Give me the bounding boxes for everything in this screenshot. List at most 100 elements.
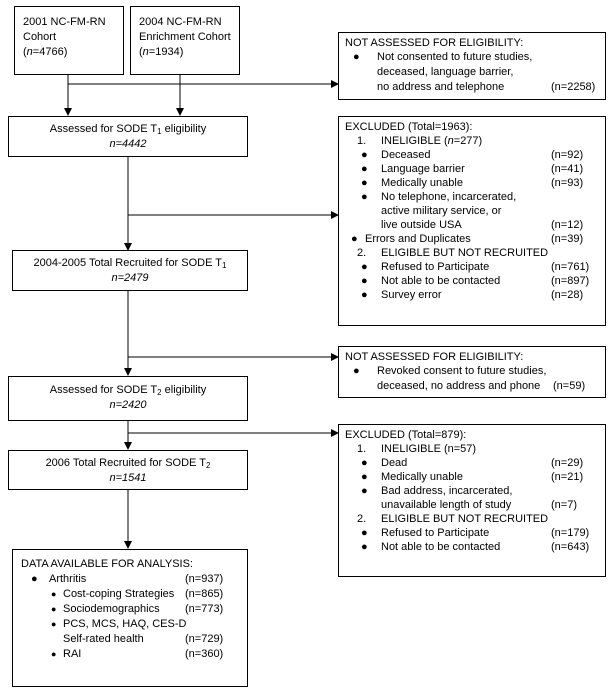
excluded-1-item-count: (n=12) bbox=[551, 219, 584, 231]
excluded-1-box: EXCLUDED (Total=1963): 1. INELIGIBLE (n=… bbox=[338, 116, 606, 326]
assessed-t2-n: n=2420 bbox=[109, 399, 147, 411]
not-assessed-2-box: NOT ASSESSED FOR ELIGIBILITY: ● Revoked … bbox=[338, 346, 606, 398]
excluded-1-survey-error-count: (n=28) bbox=[551, 289, 584, 301]
excluded-1-not-contacted-count: (n=897) bbox=[551, 275, 590, 287]
excluded-1-refused: Refused to Participate bbox=[381, 261, 490, 273]
recruited-t1-title: 2004-2005 Total Recruited for SODE T1 bbox=[33, 257, 227, 270]
analysis-box: DATA AVAILABLE FOR ANALYSIS: ● Arthritis… bbox=[12, 549, 248, 687]
bullet-icon: ● bbox=[361, 191, 368, 203]
analysis-arthritis: Arthritis bbox=[49, 573, 87, 585]
cohort-2004-n: (n=1934) bbox=[139, 46, 184, 58]
bullet-icon: ● bbox=[51, 619, 57, 629]
excluded-1-item-notel-3: live outside USA bbox=[381, 219, 462, 231]
not-assessed-1-line3: no address and telephone bbox=[377, 81, 505, 93]
excluded-2-box: EXCLUDED (Total=879): 1. INELIGIBLE (n=5… bbox=[338, 424, 606, 577]
excluded-1-item-medical: Medically unable bbox=[381, 177, 463, 189]
excluded-2-dead: Dead bbox=[381, 457, 408, 469]
bullet-icon: ● bbox=[353, 365, 360, 377]
cohort-2001-n: (n=4766) bbox=[23, 46, 68, 58]
analysis-cost-coping: Cost-coping Strategies bbox=[63, 588, 175, 600]
bullet-icon: ● bbox=[361, 485, 368, 497]
assessed-t2-box: Assessed for SODE T2 eligibility n=2420 bbox=[8, 376, 248, 421]
recruited-t2-n: n=1541 bbox=[109, 472, 147, 484]
bullet-icon: ● bbox=[51, 649, 57, 659]
cohort-2004-box: 2004 NC-FM-RN Enrichment Cohort (n=1934) bbox=[130, 6, 240, 75]
analysis-sociodemographics-count: (n=773) bbox=[185, 603, 224, 615]
recruited-t1-box: 2004-2005 Total Recruited for SODE T1 n=… bbox=[12, 250, 248, 291]
bullet-icon: ● bbox=[31, 573, 38, 585]
excluded-2-refused: Refused to Participate bbox=[381, 527, 490, 539]
excluded-1-eligible-num: 2. bbox=[357, 247, 367, 259]
excluded-1-item-language: Language barrier bbox=[381, 163, 465, 175]
excluded-1-item-notel-2: active military service, or bbox=[381, 205, 502, 217]
excluded-1-not-contacted: Not able to be contacted bbox=[381, 275, 501, 287]
cohort-2004-line2: Enrichment Cohort bbox=[139, 31, 231, 43]
bullet-icon: ● bbox=[351, 233, 358, 245]
analysis-pcs-line1: PCS, MCS, HAQ, CES-D bbox=[63, 618, 187, 630]
not-assessed-1-line1: Not consented to future studies, bbox=[377, 51, 533, 63]
bullet-icon: ● bbox=[361, 289, 368, 301]
bullet-icon: ● bbox=[361, 275, 368, 287]
analysis-sociodemographics: Sociodemographics bbox=[63, 603, 160, 615]
bullet-icon: ● bbox=[361, 149, 368, 161]
excluded-1-item-deceased: Deceased bbox=[381, 149, 431, 161]
assessed-t1-title: Assessed for SODE T1 eligibility bbox=[49, 123, 207, 136]
excluded-2-dead-count: (n=29) bbox=[551, 457, 584, 469]
bullet-icon: ● bbox=[353, 51, 360, 63]
not-assessed-2-line2: deceased, no address and phone bbox=[377, 380, 541, 392]
recruited-t2-box: 2006 Total Recruited for SODE T2 n=1541 bbox=[8, 450, 248, 490]
analysis-pcs-count: (n=729) bbox=[185, 633, 224, 645]
analysis-cost-coping-count: (n=865) bbox=[185, 588, 224, 600]
recruited-t1-n: n=2479 bbox=[111, 272, 149, 284]
excluded-1-errors: Errors and Duplicates bbox=[365, 233, 471, 245]
excluded-2-refused-count: (n=179) bbox=[551, 527, 590, 539]
not-assessed-1-line2: deceased, language barrier, bbox=[377, 66, 514, 78]
excluded-2-bad-address-1: Bad address, incarcerated, bbox=[381, 485, 513, 497]
excluded-2-eligible: ELIGIBLE BUT NOT RECRUITED bbox=[381, 513, 549, 525]
analysis-title: DATA AVAILABLE FOR ANALYSIS: bbox=[21, 558, 193, 570]
excluded-1-ineligible: INELIGIBLE (n=277) bbox=[381, 135, 483, 147]
assessed-t2-title: Assessed for SODE T2 eligibility bbox=[49, 384, 207, 397]
not-assessed-1-box: NOT ASSESSED FOR ELIGIBILITY: ● Not cons… bbox=[338, 32, 606, 100]
excluded-2-ineligible: INELIGIBLE (n=57) bbox=[381, 443, 477, 455]
bullet-icon: ● bbox=[361, 177, 368, 189]
recruited-t2-title: 2006 Total Recruited for SODE T2 bbox=[45, 457, 211, 470]
bullet-icon: ● bbox=[361, 527, 368, 539]
excluded-1-title: EXCLUDED (Total=1963): bbox=[345, 121, 473, 133]
excluded-1-survey-error: Survey error bbox=[381, 289, 442, 301]
not-assessed-2-count: (n=59) bbox=[553, 380, 586, 392]
not-assessed-1-count: (n=2258) bbox=[551, 81, 596, 93]
excluded-1-item-notel-1: No telephone, incarcerated, bbox=[381, 191, 517, 203]
not-assessed-2-title: NOT ASSESSED FOR ELIGIBILITY: bbox=[345, 351, 524, 363]
cohort-2001-line2: Cohort bbox=[23, 31, 57, 43]
excluded-1-errors-count: (n=39) bbox=[551, 233, 584, 245]
analysis-pcs-line2: Self-rated health bbox=[63, 633, 144, 645]
bullet-icon: ● bbox=[51, 604, 57, 614]
analysis-arthritis-count: (n=937) bbox=[185, 573, 224, 585]
bullet-icon: ● bbox=[361, 457, 368, 469]
excluded-1-item-count: (n=93) bbox=[551, 177, 584, 189]
excluded-1-refused-count: (n=761) bbox=[551, 261, 590, 273]
cohort-2001-box: 2001 NC-FM-RN Cohort (n=4766) bbox=[14, 6, 124, 75]
excluded-1-item-count: (n=92) bbox=[551, 149, 584, 161]
analysis-rai: RAI bbox=[63, 648, 82, 660]
not-assessed-2-line1: Revoked consent to future studies, bbox=[377, 365, 547, 377]
excluded-2-ineligible-num: 1. bbox=[357, 443, 367, 455]
excluded-2-medical: Medically unable bbox=[381, 471, 463, 483]
assessed-t1-n: n=4442 bbox=[109, 138, 147, 150]
excluded-2-not-contacted-count: (n=643) bbox=[551, 541, 590, 553]
analysis-rai-count: (n=360) bbox=[185, 648, 224, 660]
excluded-2-title: EXCLUDED (Total=879): bbox=[345, 429, 467, 441]
excluded-2-not-contacted: Not able to be contacted bbox=[381, 541, 501, 553]
excluded-1-eligible: ELIGIBLE BUT NOT RECRUITED bbox=[381, 247, 549, 259]
excluded-1-ineligible-num: 1. bbox=[357, 135, 367, 147]
assessed-t1-box: Assessed for SODE T1 eligibility n=4442 bbox=[8, 116, 248, 157]
bullet-icon: ● bbox=[361, 261, 368, 273]
bullet-icon: ● bbox=[361, 163, 368, 175]
excluded-2-bad-address-2: unavailable length of study bbox=[381, 499, 512, 511]
cohort-2001-line1: 2001 NC-FM-RN bbox=[23, 16, 106, 28]
bullet-icon: ● bbox=[51, 589, 57, 599]
bullet-icon: ● bbox=[361, 541, 368, 553]
bullet-icon: ● bbox=[361, 471, 368, 483]
